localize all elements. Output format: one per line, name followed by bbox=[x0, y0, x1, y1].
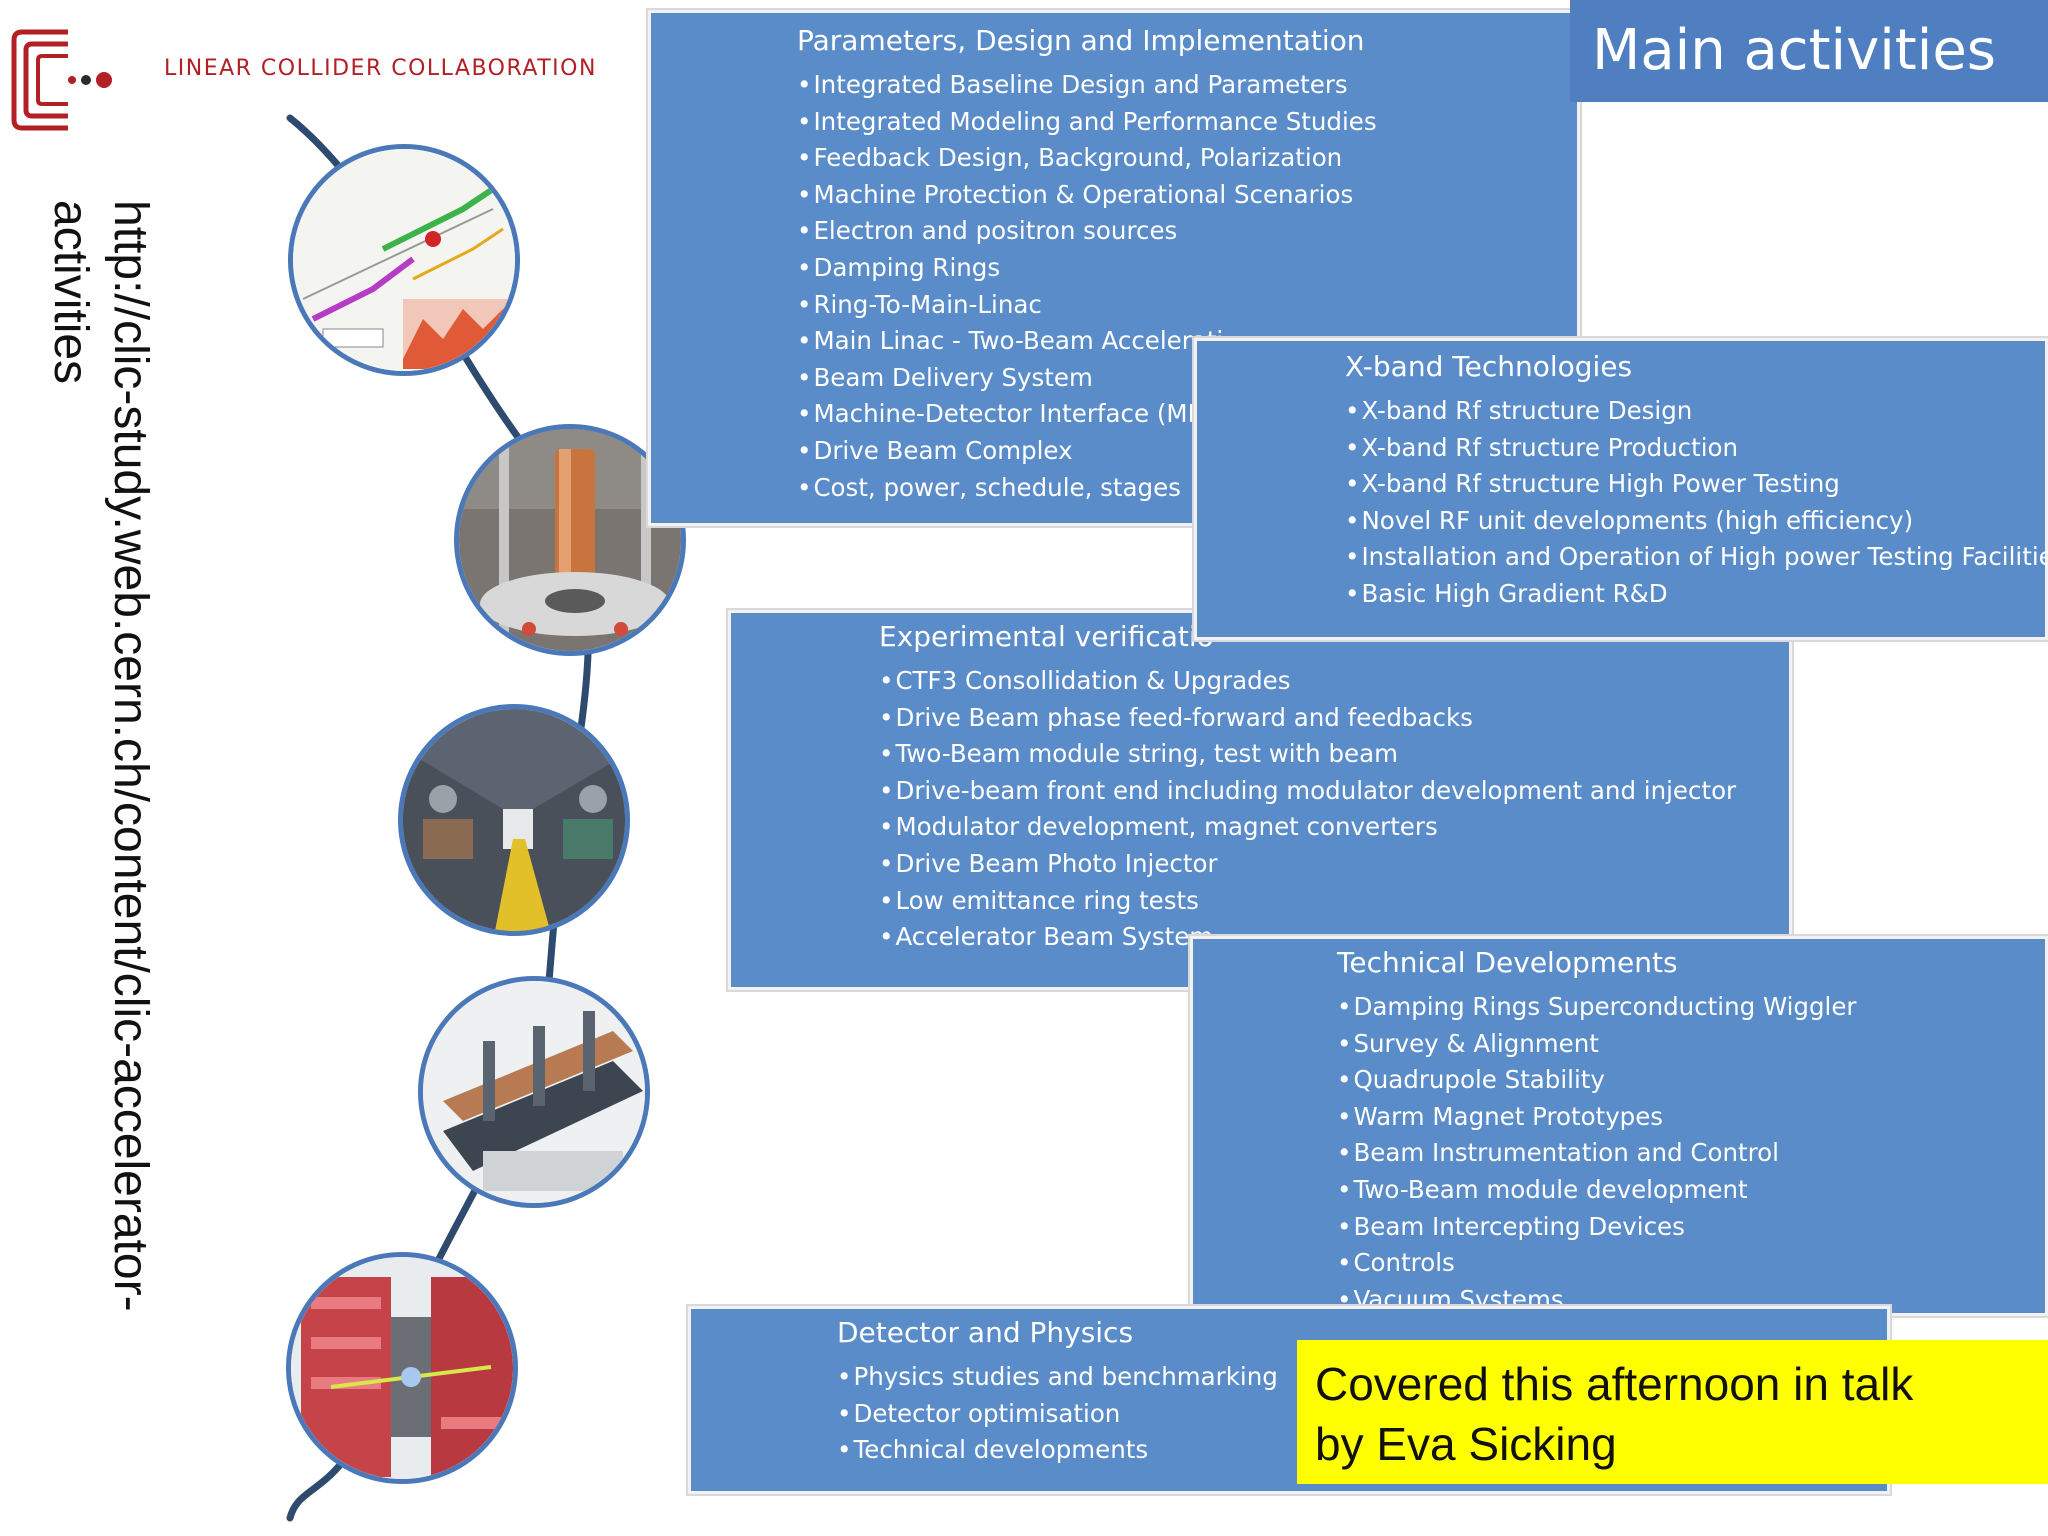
list-item: Drive Beam phase feed-forward and feedba… bbox=[879, 700, 1789, 737]
list-item: CTF3 Consollidation & Upgrades bbox=[879, 663, 1789, 700]
panel-list: Physics studies and benchmarking Detecto… bbox=[837, 1359, 1887, 1469]
list-item: Ring-To-Main-Linac bbox=[797, 287, 1577, 324]
logo-text: LINEAR COLLIDER COLLABORATION bbox=[164, 56, 597, 81]
page-title: Main activities bbox=[1570, 0, 2048, 102]
callout-line-2: by Eva Sicking bbox=[1315, 1418, 1617, 1470]
list-item: Survey & Alignment bbox=[1337, 1026, 2045, 1063]
panel-technical-developments: Technical Developments Damping Rings Sup… bbox=[1190, 936, 2048, 1316]
panel-title: Parameters, Design and Implementation bbox=[797, 24, 1365, 57]
list-item: Modulator development, magnet converters bbox=[879, 809, 1789, 846]
list-item: Quadrupole Stability bbox=[1337, 1062, 2045, 1099]
list-item: Two-Beam module string, test with beam bbox=[879, 736, 1789, 773]
list-item: Integrated Baseline Design and Parameter… bbox=[797, 67, 1577, 104]
list-item: Damping Rings bbox=[797, 250, 1577, 287]
list-item: Physics studies and benchmarking bbox=[837, 1359, 1887, 1396]
panel-xband-technologies: X-band Technologies X-band Rf structure … bbox=[1194, 338, 2048, 640]
module-photo bbox=[418, 976, 650, 1208]
panel-list: X-band Rf structure Design X-band Rf str… bbox=[1345, 393, 2048, 613]
list-item: Machine Protection & Operational Scenari… bbox=[797, 177, 1577, 214]
callout-box: Covered this afternoon in talk by Eva Si… bbox=[1297, 1340, 2048, 1484]
list-item: Beam Instrumentation and Control bbox=[1337, 1135, 2045, 1172]
list-item: Accelerator Beam System bbox=[879, 919, 1789, 956]
list-item: Damping Rings Superconducting Wiggler bbox=[1337, 989, 2045, 1026]
lcc-logo-icon bbox=[11, 29, 112, 131]
list-item: Beam Delivery System bbox=[797, 360, 1577, 397]
rf-structure-photo bbox=[454, 424, 686, 656]
list-item: X-band Rf structure High Power Testing bbox=[1345, 466, 2045, 503]
list-item: Electron and positron sources bbox=[797, 213, 1577, 250]
list-item: Drive-beam front end including modulator… bbox=[879, 773, 1789, 810]
panel-list: CTF3 Consollidation & Upgrades Drive Bea… bbox=[879, 663, 1789, 956]
schematic-diagram-image bbox=[288, 144, 520, 376]
list-item: Integrated Modeling and Performance Stud… bbox=[797, 104, 1577, 141]
panel-title: Technical Developments bbox=[1337, 946, 1678, 979]
list-item: X-band Rf structure Production bbox=[1345, 430, 2045, 467]
panel-list: Integrated Baseline Design and Parameter… bbox=[797, 67, 1577, 506]
vertical-url[interactable]: http://clic-study.web.cern.ch/content/cl… bbox=[40, 200, 160, 1460]
list-item: Beam Intercepting Devices bbox=[1337, 1209, 2045, 1246]
url-line-1: http://clic-study.web.cern.ch/content/cl… bbox=[104, 200, 157, 1312]
list-item: Main Linac - Two-Beam Accelerati bbox=[797, 323, 1577, 360]
panel-experimental-verification: Experimental verificatio CTF3 Consollida… bbox=[728, 610, 1792, 990]
panel-title: Experimental verificatio bbox=[879, 620, 1214, 653]
list-item: Drive Beam Complex bbox=[797, 433, 1577, 470]
panel-list: Damping Rings Superconducting Wiggler Su… bbox=[1337, 989, 2045, 1313]
list-item: Two-Beam module development bbox=[1337, 1172, 2045, 1209]
list-item: Technical developments bbox=[837, 1432, 1887, 1469]
url-line-2: activities bbox=[44, 200, 97, 385]
list-item: Installation and Operation of High power… bbox=[1345, 539, 2048, 576]
callout-line-1: Covered this afternoon in talk bbox=[1315, 1358, 1914, 1410]
list-item: Novel RF unit developments (high efficie… bbox=[1345, 503, 2045, 540]
list-item: Feedback Design, Background, Polarizatio… bbox=[797, 140, 1577, 177]
list-item: Drive Beam Photo Injector bbox=[879, 846, 1789, 883]
list-item: Cost, power, schedule, stages bbox=[797, 470, 1577, 507]
list-item: X-band Rf structure Design bbox=[1345, 393, 2045, 430]
panel-parameters-design: Parameters, Design and Implementation In… bbox=[648, 10, 1580, 526]
tunnel-photo bbox=[398, 704, 630, 936]
panel-title: X-band Technologies bbox=[1345, 350, 1633, 383]
list-item: Low emittance ring tests bbox=[879, 883, 1789, 920]
list-item: Controls bbox=[1337, 1245, 2045, 1282]
panel-title: Detector and Physics bbox=[837, 1316, 1134, 1349]
list-item: Detector optimisation bbox=[837, 1396, 1887, 1433]
list-item: Warm Magnet Prototypes bbox=[1337, 1099, 2045, 1136]
detector-render bbox=[286, 1252, 518, 1484]
list-item: Basic High Gradient R&D bbox=[1345, 576, 2045, 613]
list-item: Machine-Detector Interface (MDI bbox=[797, 396, 1577, 433]
